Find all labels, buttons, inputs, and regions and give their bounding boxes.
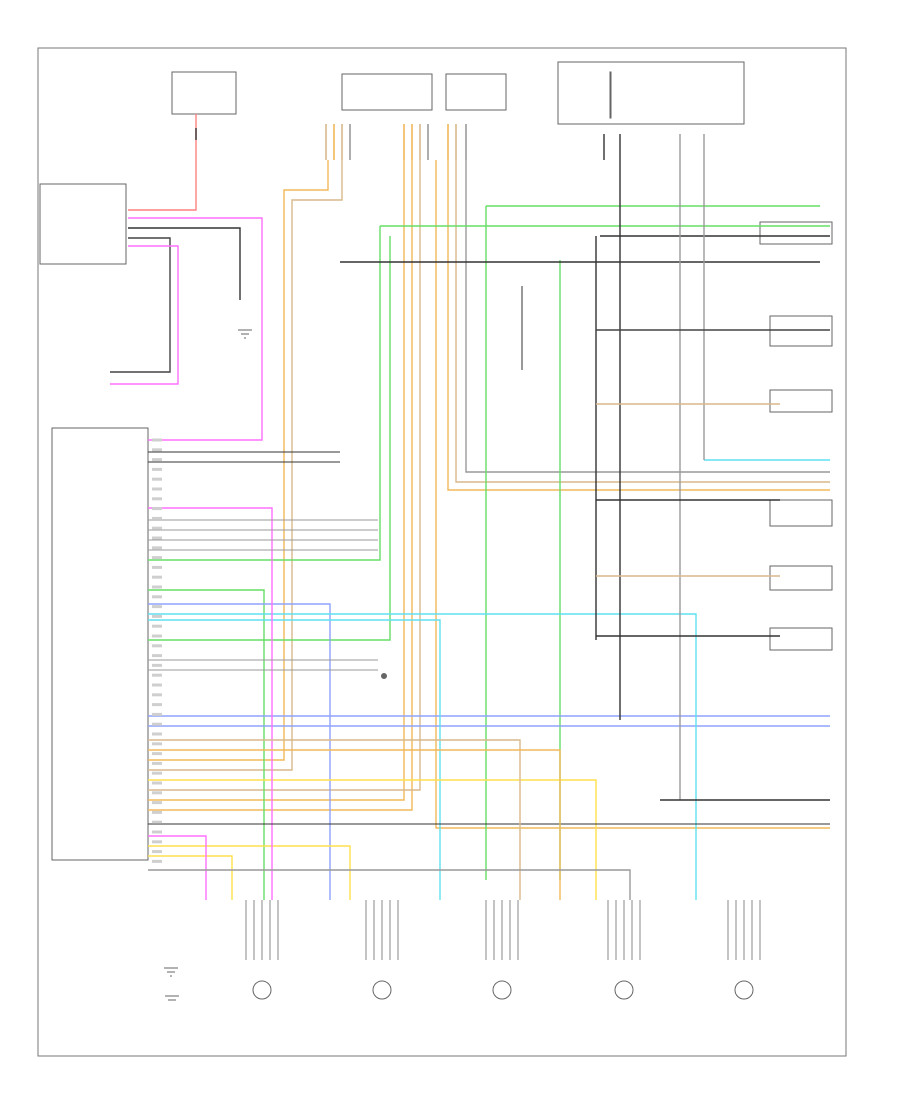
pin-mark-4 [152, 477, 162, 481]
wire-green-3 [148, 226, 381, 561]
wire-tan-long-2 [148, 160, 421, 791]
pin-mark-38 [152, 810, 162, 814]
component-box-r5 [769, 565, 833, 591]
diagram-border [37, 47, 847, 1057]
pin-mark-21 [152, 644, 162, 648]
fuse-block-left [171, 71, 237, 115]
control-module-main [51, 427, 149, 861]
wire-tan-long-3 [455, 160, 830, 483]
wire-cyan-2 [148, 619, 441, 900]
ground-symbol-2 [164, 967, 178, 977]
pin-mark-17 [152, 605, 162, 609]
wire-pink-lower [148, 507, 273, 900]
component-box-r4 [769, 499, 833, 527]
pin-mark-42 [152, 850, 162, 854]
pin-mark-19 [152, 624, 162, 628]
pin-mark-35 [152, 781, 162, 785]
pin-mark-13 [152, 565, 162, 569]
sensor-layer [245, 900, 761, 1000]
sensor-5 [727, 900, 761, 1000]
pin-mark-11 [152, 546, 162, 550]
ground-symbol-1 [238, 329, 252, 339]
wire-yellow-2 [148, 855, 233, 900]
wire-orange-long-2 [148, 160, 405, 801]
wire-orange-long-1 [148, 160, 329, 761]
pin-mark-24 [152, 673, 162, 677]
pin-mark-16 [152, 595, 162, 599]
wire-layer [110, 114, 830, 900]
wire-yellow-1 [148, 845, 351, 900]
splice-point [381, 673, 387, 679]
wire-orange-long-5 [435, 160, 830, 829]
pin-mark-0 [152, 438, 162, 442]
wire-orange-long-3 [148, 160, 413, 811]
pin-mark-22 [152, 654, 162, 658]
module-box-upper-left [39, 183, 127, 265]
pin-mark-43 [152, 859, 162, 863]
wire-green-4 [148, 236, 391, 641]
relay-box-top-right [557, 61, 745, 125]
pin-mark-34 [152, 771, 162, 775]
pin-mark-12 [152, 556, 162, 560]
component-box-r2 [769, 315, 833, 347]
pin-mark-33 [152, 761, 162, 765]
pin-mark-6 [152, 497, 162, 501]
pin-mark-3 [152, 467, 162, 471]
pin-mark-32 [152, 752, 162, 756]
pin-mark-15 [152, 585, 162, 589]
pin-mark-25 [152, 683, 162, 687]
component-box-r3 [769, 389, 833, 413]
pin-mark-14 [152, 575, 162, 579]
wire-tan-lower-1 [148, 739, 521, 900]
pin-mark-20 [152, 634, 162, 638]
pin-mark-26 [152, 693, 162, 697]
pin-mark-9 [152, 526, 162, 530]
wire-yellow-3 [148, 779, 597, 900]
pin-label-layer [152, 438, 162, 863]
sensor-4 [607, 900, 641, 1000]
pin-mark-30 [152, 732, 162, 736]
pin-mark-39 [152, 820, 162, 824]
wire-orange-long-4 [447, 160, 830, 491]
pin-mark-28 [152, 712, 162, 716]
fuse-block-right [445, 73, 507, 111]
pin-mark-31 [152, 742, 162, 746]
pin-mark-27 [152, 703, 162, 707]
pin-mark-8 [152, 516, 162, 520]
relay-box-divider [609, 71, 612, 119]
pin-mark-40 [152, 830, 162, 834]
sensor-2 [365, 900, 399, 1000]
wire-black-upper [110, 237, 171, 373]
pin-mark-41 [152, 840, 162, 844]
pin-mark-1 [152, 448, 162, 452]
sensor-3 [485, 900, 519, 1000]
wire-red-feed [128, 114, 197, 211]
wire-green-5 [148, 589, 265, 900]
pin-mark-10 [152, 536, 162, 540]
wire-cyan-1 [148, 613, 697, 900]
wire-pink-upper-2 [110, 245, 179, 385]
wire-dark-upper [128, 227, 241, 300]
wire-blue-1 [148, 603, 331, 900]
wire-gray-long-1 [465, 160, 830, 473]
pin-mark-2 [152, 458, 162, 462]
pin-mark-37 [152, 801, 162, 805]
ground-symbol-3 [165, 995, 179, 1001]
pin-mark-7 [152, 507, 162, 511]
sensor-1 [245, 900, 279, 1000]
wire-gray-lower-3 [148, 869, 631, 900]
component-box-r1 [759, 221, 833, 245]
wire-pink-lower-2 [148, 835, 207, 900]
pin-mark-18 [152, 614, 162, 618]
wire-orange-lower-2 [148, 749, 561, 900]
component-box-r6 [769, 627, 833, 651]
pin-mark-5 [152, 487, 162, 491]
pin-mark-36 [152, 791, 162, 795]
wire-tan-long-1 [148, 160, 343, 771]
fuse-block-center [341, 73, 433, 111]
pin-mark-23 [152, 663, 162, 667]
wire-pink-upper [128, 217, 263, 441]
pin-mark-29 [152, 722, 162, 726]
